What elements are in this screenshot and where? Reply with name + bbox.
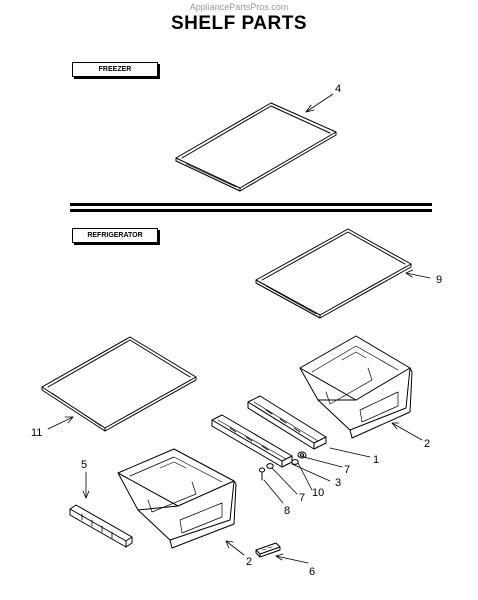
callout-2-upper: 2 (424, 438, 430, 450)
callout-1: 1 (373, 454, 379, 466)
callout-10: 10 (312, 487, 324, 499)
refrigerator-lower-shelf-part (41, 336, 197, 432)
page-title: SHELF PARTS (170, 13, 308, 34)
screw-part (258, 467, 266, 481)
washer-part-upper (291, 459, 299, 465)
drawer-bracket-part (69, 504, 133, 548)
slide-rail-part (247, 395, 327, 450)
crisper-drawer-lower-part (117, 448, 237, 549)
callout-8: 8 (284, 505, 290, 517)
callout-4: 4 (335, 83, 341, 95)
section-divider-top (70, 203, 432, 206)
callout-5: 5 (81, 459, 87, 471)
slide-rail-secondary-part (211, 414, 293, 468)
refrigerator-upper-shelf-part (255, 228, 412, 319)
callout-3: 3 (335, 477, 341, 489)
crisper-drawer-upper-part (299, 335, 413, 439)
callout-7-upper: 7 (344, 464, 350, 476)
callout-9: 9 (436, 274, 442, 286)
freezer-section-label: FREEZER (72, 62, 158, 77)
clip-part (255, 542, 281, 558)
freezer-shelf-part (175, 102, 337, 192)
leader-lines (47, 93, 431, 564)
washer-part-lower (266, 463, 274, 469)
callout-6: 6 (309, 566, 315, 578)
watermark: AppliancePartsPros.com (189, 2, 289, 12)
callout-11: 11 (31, 427, 42, 439)
callout-7-lower: 7 (299, 492, 305, 504)
refrigerator-section-label: REFRIGERATOR (72, 228, 158, 243)
callout-2-lower: 2 (246, 556, 252, 568)
section-divider-bottom (70, 209, 432, 212)
